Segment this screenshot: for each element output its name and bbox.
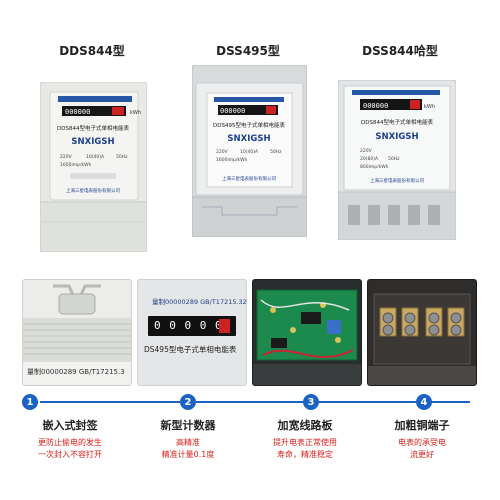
meter-dss495-brand: SNXIGSH: [227, 134, 270, 144]
step-badge-1: 1: [22, 394, 38, 410]
step-badge-4: 4: [416, 394, 432, 410]
step-badge-3: 3: [303, 394, 319, 410]
circuit-board-photo: [253, 280, 361, 385]
feature-desc-3-line-1: 提升电表正常使用: [273, 438, 337, 447]
model-title-dds844: DDS844型: [59, 44, 125, 58]
meter-dss844ha-brand: SNXIGSH: [375, 132, 418, 142]
feature-desc-4-line-1: 电表的承受电: [398, 438, 446, 447]
seal-cert-text: 量制00000289 GB/T17215.3: [27, 368, 125, 376]
feature-desc-3: 提升电表正常使用 寿命，精准稳定: [245, 437, 365, 461]
detail-seal: 量制00000289 GB/T17215.3: [22, 279, 132, 386]
feature-desc-1: 更防止偷电的发生 一次封入不容打开: [10, 437, 130, 461]
meter-dss495-impulse: 1600imp/kWh: [216, 157, 248, 163]
meter-dss495-maker: 上海三星电表股份有限公司: [222, 175, 276, 182]
meter-dds844-counter-unit: kWh: [130, 110, 141, 116]
meter-dss844ha: 000000 kWh DDS844型电子式单相电能表 SNXIGSH 220V …: [337, 79, 457, 241]
meter-dds844-counter-digits: 000000: [65, 108, 90, 116]
feature-desc-4-line-2: 流更好: [410, 450, 434, 459]
feature-title-1: 嵌入式封签: [42, 419, 98, 432]
meter-dds844-brand: SNXIGSH: [71, 137, 114, 147]
meter-dss844ha-voltage: 220V: [360, 148, 373, 154]
counter-red-digit: [219, 319, 230, 333]
counter-model-label: DS495型电子式单相电能表: [144, 345, 237, 354]
detail-circuit-board: [252, 279, 362, 386]
meter-dss495-body: 000000 DDS495型电子式单相电能表 SNXIGSH 220V 10(4…: [191, 64, 308, 238]
feature-desc-1-line-2: 一次封入不容打开: [38, 450, 102, 459]
meter-dss495-current: 10(40)A: [240, 149, 259, 155]
meter-dds844-maker: 上海三星电表股份有限公司: [66, 187, 120, 194]
feature-desc-4: 电表的承受电 流更好: [362, 437, 482, 461]
detail-copper-terminals: [367, 279, 477, 386]
feature-desc-3-line-2: 寿命，精准稳定: [277, 450, 333, 459]
timeline-line-3: [319, 401, 416, 403]
feature-title-4: 加粗铜端子: [394, 419, 450, 432]
seal-photo: [23, 280, 131, 385]
meter-dss844ha-current: 20(80)A: [360, 156, 379, 162]
meter-dss844ha-frequency: 50Hz: [388, 156, 400, 162]
model-title-dss495: DSS495型: [216, 44, 280, 58]
meter-dds844-name: DDS844型电子式单相电能表: [57, 124, 129, 132]
meter-dss844ha-counter-digits: 000000: [363, 102, 388, 110]
meter-dds844-current: 10(40)A: [86, 154, 105, 160]
meter-dds844-impulse: 1600imp/kWh: [60, 162, 92, 168]
counter-digits: 0 0 0 0 0: [154, 319, 223, 332]
meter-dss844ha-counter-unit: kWh: [424, 104, 435, 110]
feature-desc-2-line-2: 精准计量0.1度: [161, 450, 215, 459]
meter-dss495: 000000 DDS495型电子式单相电能表 SNXIGSH 220V 10(4…: [191, 64, 308, 238]
feature-title-2: 新型计数器: [160, 419, 216, 432]
meter-dds844-voltage: 220V: [60, 154, 73, 160]
detail-counter: 量制00000289 GB/T17215.321-20 0 0 0 0 0 DS…: [137, 279, 247, 386]
meter-dss495-counter-digits: 000000: [220, 107, 245, 115]
feature-desc-2: 高精准 精准计量0.1度: [128, 437, 248, 461]
meter-dds844-body: 000000 kWh DDS844型电子式单相电能表 SNXIGSH 220V …: [39, 81, 148, 253]
step-badge-2: 2: [180, 394, 196, 410]
meter-dss844ha-maker: 上海三星电表股份有限公司: [370, 177, 424, 184]
meter-dss844ha-impulse: 800imp/kWh: [360, 164, 389, 170]
counter-digit-strip: 0 0 0 0 0: [148, 316, 236, 336]
meter-dss844ha-name: DDS844型电子式单相电能表: [361, 118, 433, 126]
feature-desc-1-line-1: 更防止偷电的发生: [38, 438, 102, 447]
model-title-dss844ha: DSS844哈型: [362, 44, 438, 58]
timeline-line-1: [40, 401, 180, 403]
meter-dss495-name: DDS495型电子式单相电能表: [213, 121, 285, 129]
meter-dss495-frequency: 50Hz: [270, 149, 282, 155]
meter-dss844ha-body: 000000 kWh DDS844型电子式单相电能表 SNXIGSH 220V …: [337, 79, 457, 241]
counter-cert-text: 量制00000289 GB/T17215.321-20: [152, 298, 247, 306]
timeline-line-4: [432, 401, 470, 403]
feature-title-3: 加宽线路板: [277, 419, 333, 432]
terminals-photo: [368, 280, 476, 385]
timeline-line-2: [196, 401, 303, 403]
meter-dss495-voltage: 220V: [216, 149, 229, 155]
meter-dds844: 000000 kWh DDS844型电子式单相电能表 SNXIGSH 220V …: [39, 81, 148, 253]
feature-desc-2-line-1: 高精准: [176, 438, 200, 447]
meter-dds844-frequency: 50Hz: [116, 154, 128, 160]
